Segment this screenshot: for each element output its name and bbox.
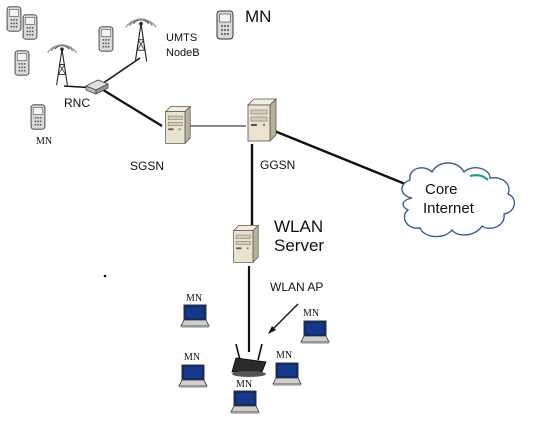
connections (63, 57, 421, 352)
mn-laptop-label: MN (303, 308, 320, 319)
laptop-icon (230, 390, 260, 414)
umts-mobile-nodes (6, 6, 234, 130)
core-internet-label-line1: Core (425, 181, 458, 198)
mobile-phone-icon (216, 10, 234, 40)
wlan-server-label-line2: Server (274, 236, 325, 255)
mn-laptop-label: MN (276, 350, 293, 361)
mn-laptop-label: MN (184, 352, 201, 363)
mobile-phone-icon (30, 104, 46, 130)
arrow-icon (268, 303, 299, 334)
stray-dot (103, 274, 107, 278)
mn-laptop-label: MN (236, 379, 253, 390)
laptop-icon (272, 362, 302, 386)
mobile-phone-icon (14, 50, 30, 76)
antenna-tower-icon (46, 44, 78, 86)
sgsn-server-icon (165, 105, 191, 144)
ggsn-label: GGSN (260, 158, 296, 172)
umts-nodeb-label-line2: NodeB (166, 47, 200, 59)
sgsn-label: SGSN (130, 159, 165, 173)
wireless-access-point-icon (231, 343, 267, 377)
mn-laptop-label: MN (186, 293, 203, 304)
wlan-mobile-nodes (178, 304, 330, 414)
laptop-icon (300, 320, 330, 344)
mobile-phone-icon (22, 14, 38, 40)
mobile-phone-icon (98, 26, 114, 52)
laptop-icon (180, 304, 210, 328)
link-ggsn-core (271, 128, 421, 192)
cloud-icon (401, 162, 515, 238)
laptop-icon (178, 364, 208, 388)
mn-label-top: MN (245, 7, 272, 26)
rnc-label: RNC (64, 96, 90, 110)
wlan-server-icon (233, 224, 259, 263)
mn-label-left: MN (36, 136, 53, 147)
wlan-ap-label: WLAN AP (270, 280, 324, 294)
link-rnc-sgsn (99, 87, 163, 127)
core-internet-label-line2: Internet (423, 200, 474, 217)
ggsn-server-icon (247, 98, 277, 142)
umts-nodeb-label-line1: UMTS (166, 32, 198, 44)
antenna-tower-icon (125, 18, 157, 63)
wlan-server-label-line1: WLAN (274, 217, 324, 236)
rnc-router-icon (85, 79, 109, 95)
mobile-phone-icon (6, 6, 22, 32)
